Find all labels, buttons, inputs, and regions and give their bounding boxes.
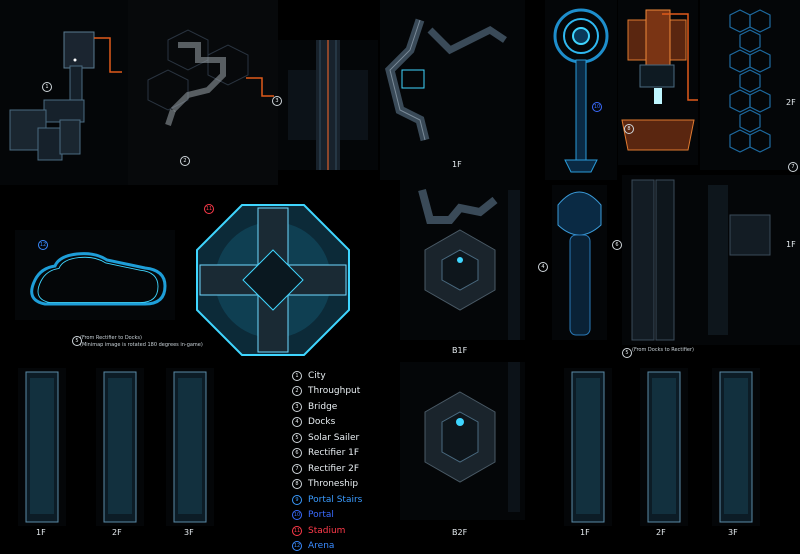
throughput-map (128, 0, 278, 185)
legend-label: Rectifier 1F (308, 448, 359, 458)
docks-map-graphic (380, 0, 525, 180)
legend-label: Throneship (308, 479, 358, 489)
legend-number-badge: 2 (292, 386, 302, 396)
marker-solar-b: 5 (622, 348, 632, 358)
legend-number-badge: 5 (292, 433, 302, 443)
solar-sailer-top-map (545, 0, 617, 180)
solar-sailer-capsule-graphic (552, 185, 607, 340)
legend-item-bridge: 3 Bridge (292, 399, 362, 415)
marker-portal: 10 (592, 102, 602, 112)
throneship-b1f-graphic (400, 180, 525, 340)
solar-sailer-capsule-map (552, 185, 607, 340)
legend-label: Throughput (308, 386, 360, 396)
solar-sailer-top-graphic (545, 0, 617, 180)
legend-item-portal-stairs: 9 Portal Stairs (292, 492, 362, 508)
marker-docks: 4 (538, 262, 548, 272)
legend-item-docks: 4 Docks (292, 415, 362, 431)
marker-city: 1 (42, 82, 52, 92)
legend-item-throughput: 2 Throughput (292, 384, 362, 400)
bridge-map (278, 40, 378, 170)
legend-label: Bridge (308, 402, 337, 412)
legend-item-solar-sailer: 5 Solar Sailer (292, 430, 362, 446)
legend-number-badge: 3 (292, 402, 302, 412)
city-map (0, 0, 130, 185)
marker-throneship: 8 (624, 124, 634, 134)
legend-label: City (308, 371, 326, 381)
stairs-tower-graphic (18, 368, 66, 526)
stairs-tower-graphic (96, 368, 144, 526)
legend-number-badge: 8 (292, 479, 302, 489)
marker-bridge: 3 (272, 96, 282, 106)
arena-map-graphic (192, 200, 354, 360)
legend-label: Solar Sailer (308, 433, 359, 443)
solar-sailer-note-a-line1: (From Rectifier to Docks) (80, 335, 203, 342)
rectifier-1f-map (622, 175, 800, 345)
portal-stairs-right-2f (640, 368, 688, 526)
solar-sailer-note-a: (From Rectifier to Docks) (Minimap image… (80, 335, 203, 349)
legend-item-city: 1 City (292, 368, 362, 384)
legend-item-rectifier-2f: 7 Rectifier 2F (292, 461, 362, 477)
throneship-b1f-map (400, 180, 525, 340)
floor-label-docks-1f: 1F (452, 160, 462, 169)
docks-map (380, 0, 525, 180)
floor-label-right-2f: 2F (656, 528, 666, 537)
legend-number-badge: 11 (292, 526, 302, 536)
rectifier-2f-map (700, 0, 800, 170)
legend-label: Arena (308, 541, 334, 551)
legend-item-rectifier-1f: 6 Rectifier 1F (292, 446, 362, 462)
portal-stairs-left-3f (166, 368, 214, 526)
legend-label: Portal Stairs (308, 495, 362, 505)
portal-stairs-left-2f (96, 368, 144, 526)
legend-number-badge: 6 (292, 448, 302, 458)
portal-stairs-right-3f (712, 368, 760, 526)
throneship-map-graphic (618, 0, 698, 165)
floor-label-rectifier-2f: 2F (786, 98, 796, 107)
floor-label-left-2f: 2F (112, 528, 122, 537)
legend-item-stadium: 11 Stadium (292, 523, 362, 539)
marker-stadium: 11 (204, 204, 214, 214)
solar-sailer-note-b: (From Docks to Rectifier) (632, 347, 694, 354)
rectifier-2f-graphic (700, 0, 800, 170)
rectifier-1f-graphic (622, 175, 800, 345)
arena-map (192, 200, 354, 360)
city-map-graphic (0, 0, 130, 185)
marker-arena: 12 (38, 240, 48, 250)
marker-rectifier2: 7 (788, 162, 798, 172)
floor-label-b1f: B1F (452, 346, 467, 355)
stairs-tower-graphic (712, 368, 760, 526)
legend-label: Docks (308, 417, 335, 427)
throneship-b2f-map (400, 362, 525, 520)
legend-number-badge: 12 (292, 541, 302, 551)
floor-label-left-3f: 3F (184, 528, 194, 537)
floor-label-right-1f: 1F (580, 528, 590, 537)
legend-item-throneship: 8 Throneship (292, 477, 362, 493)
floor-label-rectifier-1f: 1F (786, 240, 796, 249)
legend-item-portal: 10 Portal (292, 508, 362, 524)
legend-label: Stadium (308, 526, 345, 536)
bridge-map-graphic (278, 40, 378, 170)
legend-item-arena: 12 Arena (292, 539, 362, 554)
marker-rectifier1: 6 (612, 240, 622, 250)
stairs-tower-graphic (166, 368, 214, 526)
legend-number-badge: 4 (292, 417, 302, 427)
marker-throughput: 2 (180, 156, 190, 166)
throneship-map (618, 0, 698, 165)
legend-number-badge: 7 (292, 464, 302, 474)
floor-label-left-1f: 1F (36, 528, 46, 537)
legend-number-badge: 9 (292, 495, 302, 505)
stairs-tower-graphic (564, 368, 612, 526)
map-legend: 1 City 2 Throughput 3 Bridge 4 Docks 5 Solar … (292, 368, 362, 554)
portal-stairs-right-1f (564, 368, 612, 526)
solar-sailer-note-a-line2: (Minimap image is rotated 180 degrees in… (80, 342, 203, 349)
floor-label-b2f: B2F (452, 528, 467, 537)
legend-label: Portal (308, 510, 334, 520)
legend-number-badge: 10 (292, 510, 302, 520)
floor-label-right-3f: 3F (728, 528, 738, 537)
portal-stairs-left-1f (18, 368, 66, 526)
legend-number-badge: 1 (292, 371, 302, 381)
legend-label: Rectifier 2F (308, 464, 359, 474)
throughput-map-graphic (128, 0, 278, 185)
throneship-b2f-graphic (400, 362, 525, 520)
stairs-tower-graphic (640, 368, 688, 526)
